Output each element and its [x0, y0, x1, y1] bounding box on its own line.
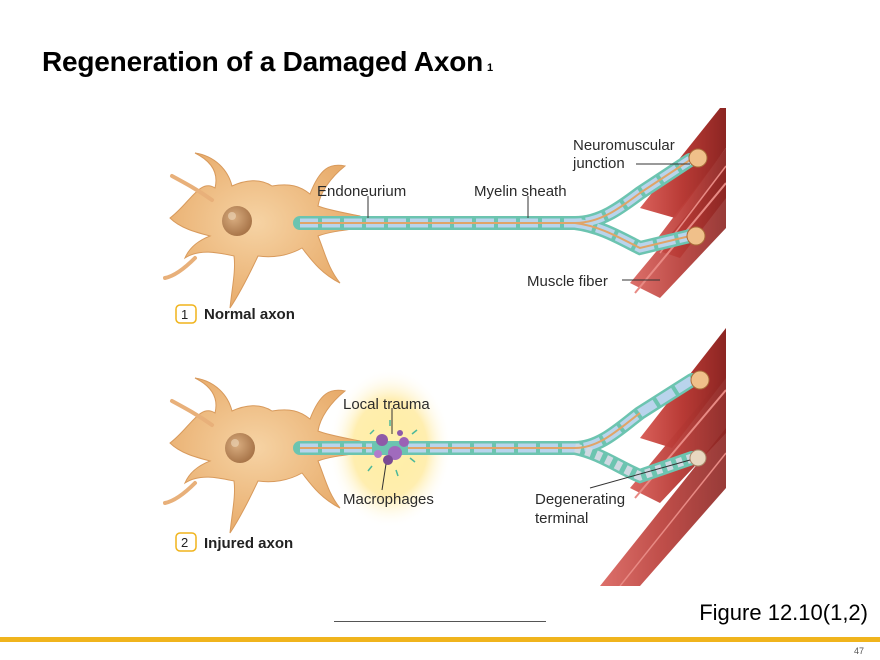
label-macrophages: Macrophages	[343, 491, 434, 508]
label-local-trauma: Local trauma	[343, 396, 430, 413]
panel-injured-axon: Local trauma Macrophages Degenerating te…	[163, 328, 726, 586]
leader-lines-1	[367, 163, 690, 281]
label-myelin-sheath: Myelin sheath	[474, 183, 567, 200]
panel-normal-axon: Endoneurium Myelin sheath Neuromuscular …	[163, 108, 726, 324]
page-number: 47	[853, 646, 864, 656]
figure-caption: Figure 12.10(1,2)	[699, 600, 868, 625]
divider-line	[334, 621, 546, 622]
label-terminal: terminal	[535, 510, 588, 527]
axon-regeneration-figure: Endoneurium Myelin sheath Neuromuscular …	[160, 108, 726, 586]
step-number-2: 2	[181, 535, 188, 550]
step-number-1: 1	[181, 307, 188, 322]
slide-title-text: Regeneration of a Damaged Axon	[42, 46, 484, 77]
label-neuromuscular: Neuromuscular	[573, 137, 675, 154]
label-degenerating: Degenerating	[535, 491, 625, 508]
panel1-title: Normal axon	[204, 306, 295, 323]
footer-accent-bar	[0, 637, 880, 642]
panel2-title: Injured axon	[204, 535, 293, 552]
step-badge-1	[175, 304, 197, 324]
step-badge-2	[175, 532, 197, 552]
label-junction: junction	[572, 155, 625, 172]
leader-lines-2	[381, 408, 691, 491]
label-endoneurium: Endoneurium	[317, 183, 406, 200]
muscle-fibers-2	[600, 328, 726, 586]
macrophage-cluster	[367, 420, 418, 477]
slide-title-superscript: 1	[487, 62, 493, 74]
axon-1	[293, 148, 708, 256]
label-muscle-fiber: Muscle fiber	[527, 273, 608, 290]
neuron-cell-body-1	[163, 152, 361, 309]
axon-2	[293, 370, 710, 484]
neuron-cell-body-2	[163, 377, 361, 534]
